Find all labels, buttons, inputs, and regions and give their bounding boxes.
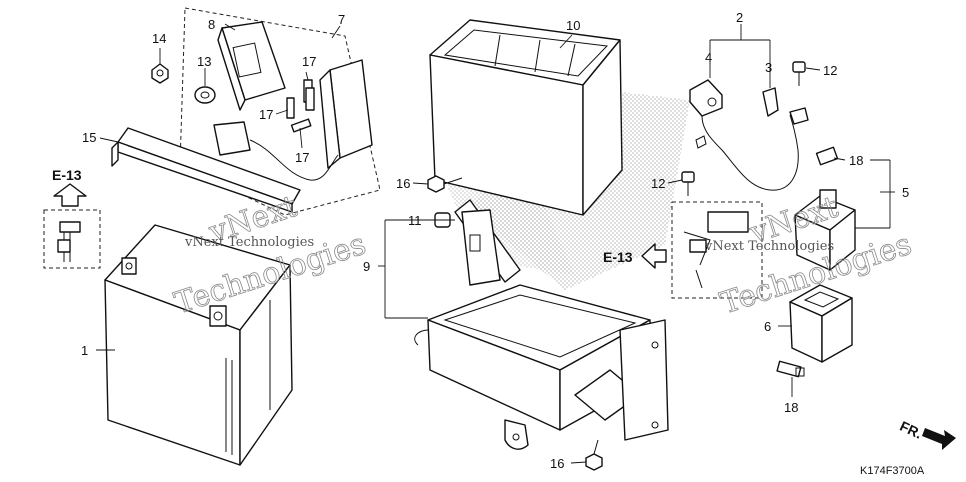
bolt-12-upper [792, 61, 806, 86]
battery-case-part [429, 19, 623, 216]
callout-17-bottom: 17 [295, 150, 309, 165]
callout-17-top: 17 [302, 54, 316, 69]
battery-part [104, 224, 293, 466]
bolt-12-lower [681, 171, 695, 196]
callout-18-upper: 18 [849, 153, 863, 168]
callout-6: 6 [764, 319, 771, 334]
battery-band-part [111, 127, 301, 213]
callout-12-upper: 12 [823, 63, 837, 78]
callout-11: 11 [408, 213, 422, 228]
callout-18-lower: 18 [784, 400, 798, 415]
diagram-code: K174F3700A [860, 465, 925, 477]
callout-15: 15 [82, 130, 96, 145]
leader-lines [96, 23, 895, 464]
nut-part [151, 63, 169, 84]
watermark-left-line: vNext Technologies [184, 235, 314, 250]
callout-14: 14 [152, 31, 166, 46]
callout-2: 2 [736, 10, 743, 25]
callout-8: 8 [208, 17, 215, 32]
callout-9: 9 [363, 259, 370, 274]
fuse-box-group [179, 7, 381, 216]
bolt-part-lower [585, 439, 603, 471]
callout-16-lower: 16 [550, 456, 564, 471]
callout-17-middle: 17 [259, 107, 273, 122]
bolt-part-upper [427, 175, 463, 193]
callout-5: 5 [902, 185, 909, 200]
reference-inset-left [43, 183, 101, 269]
reference-inset-right [641, 201, 763, 299]
fuse-18-lower [776, 360, 805, 378]
direction-label: FR. [898, 418, 925, 442]
relay-cover-part [789, 284, 853, 363]
callout-12-lower: 12 [651, 176, 665, 191]
front-direction-arrow [922, 428, 956, 450]
callout-16-upper: 16 [396, 176, 410, 191]
callout-4: 4 [705, 50, 712, 65]
battery-cable-part [689, 79, 809, 191]
starter-relay-part [794, 189, 856, 271]
callout-1: 1 [81, 343, 88, 358]
callout-10: 10 [566, 18, 580, 33]
reference-label-right: E-13 [603, 249, 633, 265]
watermark-right-line: vNext Technologies [704, 239, 834, 254]
grommet-part [194, 86, 216, 104]
fuse-18-upper [815, 146, 839, 166]
callout-7: 7 [338, 12, 345, 27]
callout-3: 3 [765, 60, 772, 75]
callout-13: 13 [197, 54, 211, 69]
callout-labels: 1 2 3 4 5 6 7 8 9 10 11 12 12 13 14 15 1… [81, 10, 909, 471]
reference-label-left: E-13 [52, 167, 82, 183]
battery-tray-part [414, 199, 669, 450]
